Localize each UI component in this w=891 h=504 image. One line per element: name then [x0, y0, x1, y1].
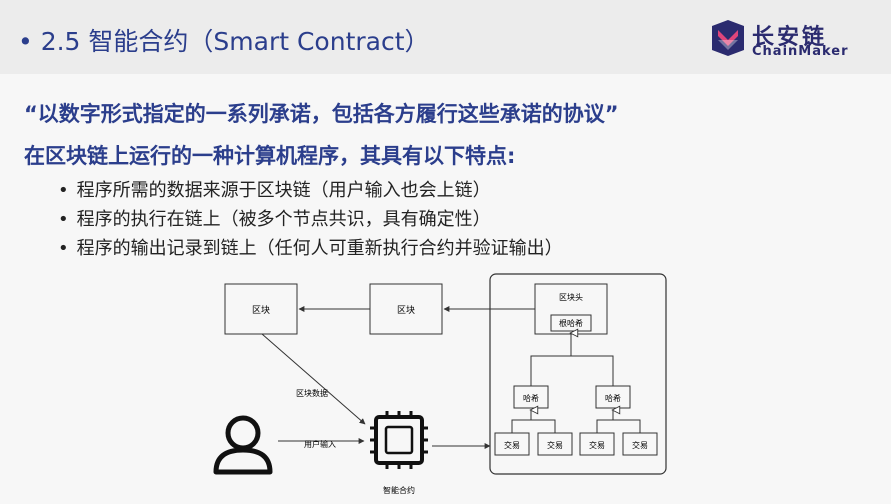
- lead-text: 在区块链上运行的一种计算机程序，其具有以下特点:: [24, 144, 516, 168]
- block-box-1: [224, 283, 298, 335]
- block-label-1: 区块: [252, 304, 270, 316]
- edge-label-user-input: 用户输入: [304, 439, 336, 449]
- block-container: [489, 273, 667, 475]
- tx-label: 交易: [632, 440, 648, 450]
- definition-quote: “以数字形式指定的一系列承诺，包括各方履行这些承诺的协议”: [24, 102, 619, 126]
- block-data-arrow: [261, 333, 366, 425]
- feature-item: 程序所需的数据来源于区块链（用户输入也会上链）: [58, 176, 563, 205]
- tree-connector: [511, 419, 556, 433]
- hash-label-right: 哈希: [605, 393, 621, 403]
- edge-label-block-data: 区块数据: [296, 388, 328, 398]
- logo-icon: [712, 20, 744, 56]
- feature-item: 程序的执行在链上（被多个节点共识，具有确定性）: [58, 205, 563, 234]
- tree-connector: [596, 419, 641, 433]
- tree-connector: [530, 355, 614, 386]
- feature-list: 程序所需的数据来源于区块链（用户输入也会上链） 程序的执行在链上（被多个节点共识…: [58, 176, 563, 263]
- slide-title: • 2.5 智能合约（Smart Contract）: [18, 27, 430, 56]
- block-header-label: 区块头: [559, 292, 583, 302]
- root-hash-label: 根哈希: [559, 318, 583, 328]
- block-box-2: [369, 283, 443, 335]
- logo-text-cn: 长安链: [752, 25, 828, 50]
- smart-contract-label: 智能合约: [383, 485, 415, 495]
- feature-item: 程序的输出记录到链上（任何人可重新执行合约并验证输出）: [58, 234, 563, 263]
- chip-icon: [370, 411, 428, 469]
- tx-label: 交易: [547, 440, 563, 450]
- chainmaker-logo: 长安链 ChainMaker: [708, 18, 858, 64]
- hash-label-left: 哈希: [523, 393, 539, 403]
- logo-text-en: ChainMaker: [752, 44, 849, 59]
- block-label-2: 区块: [397, 304, 415, 316]
- tx-label: 交易: [504, 440, 520, 450]
- tx-label: 交易: [589, 440, 605, 450]
- user-icon: [213, 415, 273, 475]
